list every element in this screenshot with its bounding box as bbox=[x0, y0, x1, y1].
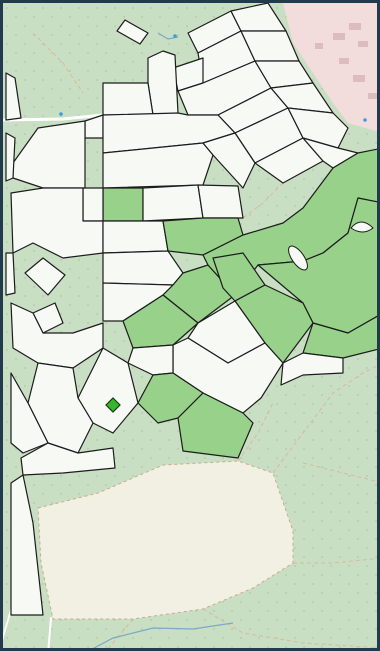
parcel[interactable] bbox=[24, 257, 66, 296]
parcels bbox=[5, 3, 377, 616]
parcel[interactable] bbox=[5, 72, 22, 121]
parcel[interactable] bbox=[177, 392, 254, 459]
parcel[interactable] bbox=[142, 184, 204, 222]
parcel[interactable] bbox=[102, 187, 144, 222]
map-canvas[interactable] bbox=[3, 3, 380, 651]
parcel[interactable] bbox=[197, 184, 244, 219]
parcel[interactable] bbox=[122, 294, 199, 349]
poi-marker-icon bbox=[59, 112, 63, 116]
parcel[interactable] bbox=[147, 50, 179, 116]
parcel[interactable] bbox=[102, 220, 169, 254]
parcel[interactable] bbox=[10, 474, 44, 616]
selection-marker-icon[interactable] bbox=[105, 397, 121, 413]
parcel[interactable] bbox=[102, 82, 154, 116]
parcel[interactable] bbox=[10, 372, 49, 454]
parcel[interactable] bbox=[202, 132, 256, 189]
parcel[interactable] bbox=[20, 442, 116, 476]
parcel[interactable] bbox=[102, 250, 184, 286]
parcel[interactable] bbox=[102, 142, 214, 189]
ponds bbox=[288, 221, 374, 271]
parcel[interactable] bbox=[5, 132, 16, 182]
parcel[interactable] bbox=[82, 187, 104, 222]
poi-markers bbox=[59, 34, 367, 122]
parcel[interactable] bbox=[280, 352, 344, 386]
parcel[interactable] bbox=[116, 19, 149, 45]
parcel[interactable] bbox=[10, 302, 104, 369]
poi-marker-icon bbox=[173, 34, 177, 38]
parcel[interactable] bbox=[5, 252, 16, 296]
residential-area bbox=[283, 3, 377, 132]
residential-buildings bbox=[315, 23, 377, 99]
poi-marker-icon bbox=[363, 118, 367, 122]
